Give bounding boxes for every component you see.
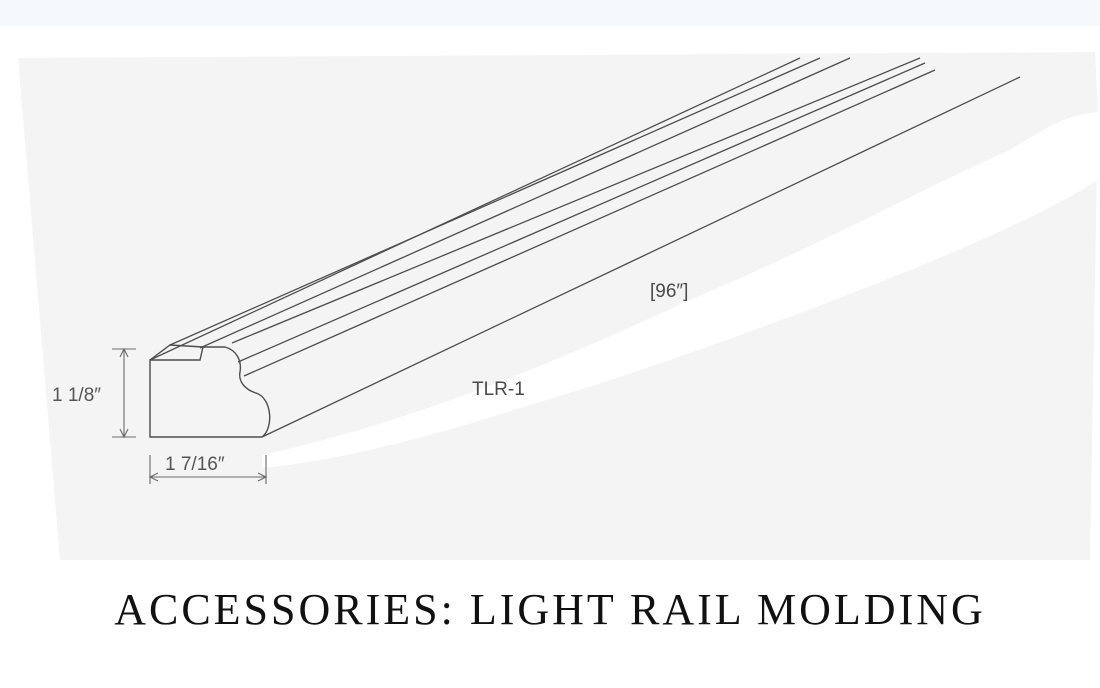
- rail-line-lip: [199, 57, 851, 349]
- molding-profile: [149, 344, 271, 438]
- height-label: 1 1/8″: [52, 385, 101, 406]
- height-arrow-top: [119, 347, 129, 358]
- part-label: TLR-1: [472, 379, 525, 400]
- rail-line-groove-1: [231, 57, 921, 344]
- width-arrow-left: [148, 472, 159, 482]
- width-dimension: [148, 455, 268, 484]
- rail-lines: [149, 57, 1021, 438]
- rail-line-groove-3: [243, 69, 936, 377]
- rail-line-bottom: [261, 76, 1021, 438]
- paper-white-band: [262, 112, 1098, 468]
- rail-line-top-back: [149, 57, 801, 361]
- rail-line-top-front: [169, 57, 821, 346]
- rail-line-groove-2: [237, 62, 926, 363]
- width-label: 1 7/16″: [165, 454, 225, 475]
- height-dimension: [112, 347, 136, 439]
- height-arrow-bottom: [119, 428, 129, 439]
- caption-title: ACCESSORIES: LIGHT RAIL MOLDING: [114, 585, 986, 634]
- top-band: [0, 0, 1100, 26]
- length-label: [96″]: [650, 281, 688, 302]
- paper-sheet: [18, 52, 1098, 560]
- width-arrow-right: [257, 472, 268, 482]
